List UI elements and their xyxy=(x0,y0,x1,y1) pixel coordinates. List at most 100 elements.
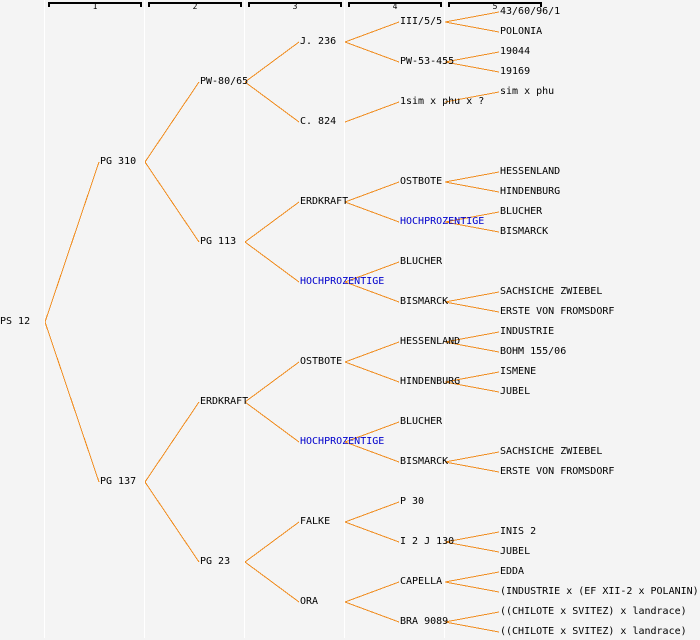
pedigree-link xyxy=(244,241,300,283)
pedigree-node-gen4[interactable]: I 2 J 130 xyxy=(400,536,455,547)
column-divider xyxy=(444,0,445,638)
pedigree-link xyxy=(344,421,400,443)
pedigree-node-gen5[interactable]: JUBEL xyxy=(500,386,531,397)
pedigree-node-gen5[interactable]: HESSENLAND xyxy=(500,166,561,177)
pedigree-node-gen5[interactable]: sim x phu xyxy=(500,86,555,97)
pedigree-node-gen4[interactable]: BLUCHER xyxy=(400,416,443,427)
pedigree-node-gen5[interactable]: BLUCHER xyxy=(500,206,543,217)
pedigree-node-gen5[interactable]: BOHM 155/06 xyxy=(500,346,567,357)
pedigree-node-gen1[interactable]: PG 137 xyxy=(100,476,137,487)
pedigree-link xyxy=(444,331,500,343)
pedigree-node-gen4[interactable]: BRA 9089 xyxy=(400,616,449,627)
pedigree-node-gen4[interactable]: BISMARCK xyxy=(400,456,449,467)
pedigree-link xyxy=(344,261,400,283)
pedigree-node-gen5[interactable]: EDDA xyxy=(500,566,525,577)
pedigree-link xyxy=(244,41,300,83)
column-divider xyxy=(344,0,345,638)
pedigree-node-gen3[interactable]: FALKE xyxy=(300,516,331,527)
pedigree-link xyxy=(444,171,500,183)
pedigree-node-gen1[interactable]: PG 310 xyxy=(100,156,137,167)
pedigree-node-gen5[interactable]: ((CHILOTE x SVITEZ) x landrace) xyxy=(500,626,687,637)
pedigree-link xyxy=(444,371,500,383)
pedigree-link xyxy=(344,581,400,603)
pedigree-link xyxy=(444,61,500,73)
pedigree-link xyxy=(444,581,500,593)
column-header-bracket xyxy=(148,2,242,7)
pedigree-node-gen5[interactable]: 43/60/96/1 xyxy=(500,6,561,17)
pedigree-link xyxy=(344,201,400,223)
pedigree-node-gen5[interactable]: ISMENE xyxy=(500,366,537,377)
pedigree-link xyxy=(444,11,500,23)
column-header-number: 5 xyxy=(492,2,498,11)
column-header-number: 3 xyxy=(292,2,298,11)
pedigree-node-gen5[interactable]: SACHSICHE ZWIEBEL xyxy=(500,286,603,297)
pedigree-node-gen4[interactable]: CAPELLA xyxy=(400,576,443,587)
pedigree-link xyxy=(444,531,500,543)
pedigree-node-gen5[interactable]: INIS 2 xyxy=(500,526,537,537)
pedigree-node-gen4[interactable]: 1sim x phu x ? xyxy=(400,96,485,107)
pedigree-node-gen4[interactable]: P 30 xyxy=(400,496,425,507)
pedigree-link xyxy=(344,181,400,203)
pedigree-node-gen5[interactable]: POLONIA xyxy=(500,26,543,37)
pedigree-link xyxy=(444,461,500,473)
pedigree-node-gen3[interactable]: ERDKRAFT xyxy=(300,196,349,207)
column-divider xyxy=(244,0,245,638)
pedigree-link xyxy=(344,361,400,383)
pedigree-link xyxy=(44,321,100,483)
pedigree-link xyxy=(444,341,500,353)
column-header-number: 2 xyxy=(192,2,198,11)
column-divider xyxy=(44,0,45,638)
pedigree-link xyxy=(144,161,200,243)
pedigree-node-gen5[interactable]: INDUSTRIE xyxy=(500,326,555,337)
pedigree-node-gen4[interactable]: BLUCHER xyxy=(400,256,443,267)
pedigree-link xyxy=(444,611,500,623)
pedigree-node-gen4[interactable]: HESSENLAND xyxy=(400,336,461,347)
pedigree-node-gen5[interactable]: HINDENBURG xyxy=(500,186,561,197)
pedigree-link xyxy=(44,161,100,323)
pedigree-link xyxy=(244,521,300,563)
pedigree-link xyxy=(244,561,300,603)
pedigree-link xyxy=(244,361,300,403)
pedigree-node-gen3[interactable]: C. 824 xyxy=(300,116,337,127)
pedigree-node-gen3[interactable]: OSTBOTE xyxy=(300,356,343,367)
pedigree-node-gen4[interactable]: OSTBOTE xyxy=(400,176,443,187)
pedigree-node-gen2[interactable]: PG 113 xyxy=(200,236,237,247)
pedigree-node-gen4[interactable]: III/5/5 xyxy=(400,16,443,27)
column-header-bracket xyxy=(348,2,442,7)
pedigree-node-gen4[interactable]: BISMARCK xyxy=(400,296,449,307)
pedigree-link xyxy=(344,441,400,463)
pedigree-node-gen4[interactable]: PW-53-455 xyxy=(400,56,455,67)
pedigree-node-gen5[interactable]: ERSTE VON FROMSDORF xyxy=(500,466,615,477)
pedigree-node-gen2[interactable]: PG 23 xyxy=(200,556,231,567)
pedigree-node-gen3[interactable]: HOCHPROZENTIGE xyxy=(300,436,385,447)
pedigree-node-gen2[interactable]: ERDKRAFT xyxy=(200,396,249,407)
pedigree-root[interactable]: PS 12 xyxy=(0,316,31,327)
pedigree-node-gen5[interactable]: BISMARCK xyxy=(500,226,549,237)
pedigree-link xyxy=(444,21,500,33)
pedigree-link xyxy=(344,21,400,43)
pedigree-node-gen5[interactable]: SACHSICHE ZWIEBEL xyxy=(500,446,603,457)
pedigree-link xyxy=(244,81,300,123)
pedigree-node-gen3[interactable]: ORA xyxy=(300,596,319,607)
column-header-bracket xyxy=(248,2,342,7)
pedigree-link xyxy=(344,601,400,623)
pedigree-node-gen3[interactable]: J. 236 xyxy=(300,36,337,47)
pedigree-link xyxy=(444,211,500,223)
pedigree-link xyxy=(444,91,500,103)
pedigree-node-gen2[interactable]: PW-80/65 xyxy=(200,76,249,87)
pedigree-link xyxy=(444,621,500,633)
pedigree-node-gen5[interactable]: 19169 xyxy=(500,66,531,77)
column-divider xyxy=(144,0,145,638)
pedigree-node-gen3[interactable]: HOCHPROZENTIGE xyxy=(300,276,385,287)
pedigree-link xyxy=(144,401,200,483)
pedigree-node-gen5[interactable]: ((CHILOTE x SVITEZ) x landrace) xyxy=(500,606,687,617)
pedigree-node-gen5[interactable]: 19044 xyxy=(500,46,531,57)
pedigree-node-gen4[interactable]: HINDENBURG xyxy=(400,376,461,387)
pedigree-node-gen5[interactable]: ERSTE VON FROMSDORF xyxy=(500,306,615,317)
pedigree-node-gen5[interactable]: JUBEL xyxy=(500,546,531,557)
pedigree-link xyxy=(444,51,500,63)
pedigree-node-gen4[interactable]: HOCHPROZENTIGE xyxy=(400,216,485,227)
pedigree-node-gen5[interactable]: (INDUSTRIE x (EF XII-2 x POLANIN)) xyxy=(500,586,700,597)
